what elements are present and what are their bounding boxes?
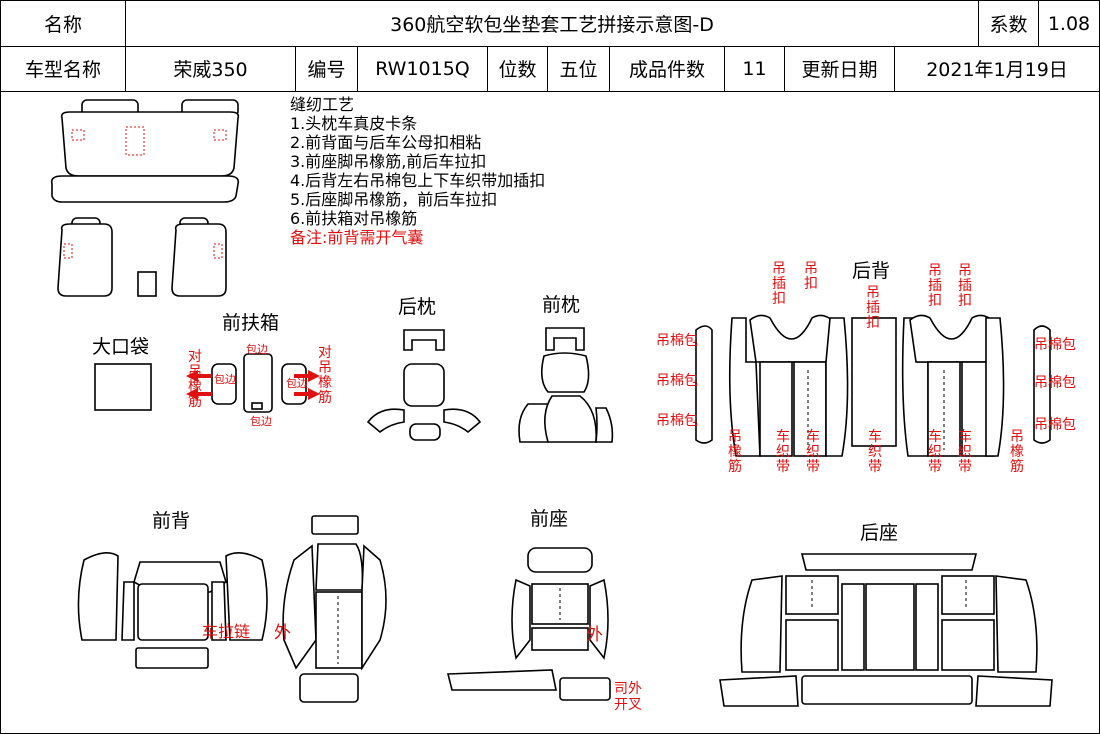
big-pocket-pattern	[94, 363, 152, 411]
annotation-outer-seat: 外	[586, 625, 603, 645]
note-item: 6.前扶箱对吊橡筋	[290, 209, 418, 228]
front-headrest-patterns	[518, 327, 614, 443]
front-seat-patterns	[446, 547, 611, 701]
annotation-snap-1: 吊扣	[804, 261, 818, 292]
coef-label: 系数	[979, 1, 1039, 46]
notes-remark: 备注:前背需开气囊	[290, 228, 424, 247]
note-item: 5.后座脚吊橡筋，前后车拉扣	[290, 190, 498, 209]
section-big-pocket-title: 大口袋	[92, 336, 150, 358]
annotation-buckle-4: 吊插扣	[958, 263, 972, 309]
annotation-edge-bottom: 包边	[250, 415, 272, 428]
header-row-2: 车型名称 荣威350 编号 RW1015Q 位数 五位 成品件数 11 更新日期…	[1, 46, 1099, 92]
note-item: 1.头枕车真皮卡条	[290, 114, 418, 133]
note-item: 4.后背左右吊棉包上下车织带加插扣	[290, 171, 546, 190]
section-front-back-title: 前背	[152, 510, 191, 532]
annotation-buckle-1: 吊插扣	[772, 261, 786, 307]
rear-back-patterns	[695, 314, 1051, 457]
header-row-1: 名称 360航空软包坐垫套工艺拼接示意图-D 系数 1.08	[1, 1, 1099, 47]
annotation-buckle-2: 吊插扣	[866, 285, 880, 331]
seats-value: 五位	[548, 46, 610, 91]
rear-headrest-patterns	[366, 329, 482, 441]
armrest-patterns	[186, 353, 320, 413]
note-item: 3.前座脚吊橡筋,前后车拉扣	[290, 152, 487, 171]
section-rear-seat-title: 后座	[860, 522, 899, 544]
annotation-cotton-left-2: 吊棉包	[656, 373, 698, 389]
section-armrest-title: 前扶箱	[222, 312, 280, 334]
note-item: 2.前背面与后车公母扣相粘	[290, 133, 482, 152]
annotation-cotton-right-1: 吊棉包	[1034, 337, 1076, 353]
annotation-buckle-3: 吊插扣	[928, 263, 942, 309]
model-label: 车型名称	[1, 46, 126, 91]
annotation-hang-elastic-left: 对吊橡筋	[188, 349, 202, 410]
annotation-outer-back: 外	[274, 623, 291, 643]
section-rear-back-title: 后背	[852, 260, 891, 282]
annotation-edge-left: 包边	[214, 373, 236, 386]
date-value: 2021年1月19日	[926, 59, 1068, 81]
annotation-cotton-right-2: 吊棉包	[1034, 375, 1076, 391]
section-rear-headrest-title: 后枕	[398, 296, 437, 318]
notes-title: 缝纫工艺	[290, 95, 355, 114]
rear-seat-patterns	[719, 553, 1053, 707]
sewing-notes: 缝纫工艺 1.头枕车真皮卡条 2.前背面与后车公母扣相粘 3.前座脚吊橡筋,前后…	[290, 95, 545, 247]
annotation-webbing-4: 车织带	[928, 429, 942, 475]
code-value: RW1015Q	[358, 46, 488, 91]
model-value: 荣威350	[126, 46, 296, 91]
annotation-webbing-5: 车织带	[958, 429, 972, 475]
front-back-patterns	[77, 515, 387, 703]
annotation-elastic-right: 吊橡筋	[1010, 429, 1024, 475]
annotation-driver-outer: 司外	[614, 681, 642, 697]
annotation-webbing-1: 车织带	[776, 429, 790, 475]
code-label: 编号	[296, 46, 358, 91]
annotation-cotton-left-3: 吊棉包	[656, 413, 698, 429]
diagram-title: 360航空软包坐垫套工艺拼接示意图-D	[126, 1, 979, 46]
section-front-seat-title: 前座	[530, 508, 569, 530]
pattern-drawing	[50, 99, 1053, 707]
annotation-edge-right: 包边	[286, 377, 308, 390]
annotation-cotton-left-1: 吊棉包	[656, 333, 698, 349]
annotation-edge-top: 包边	[246, 343, 268, 356]
annotation-fork: 开叉	[614, 697, 642, 713]
annotation-elastic-left: 吊橡筋	[728, 429, 742, 475]
annotation-hang-elastic-right: 对吊橡筋	[318, 345, 332, 406]
annotation-webbing-3: 车织带	[868, 429, 882, 475]
pieces-value: 11	[725, 46, 785, 91]
car-seat-overview	[50, 99, 240, 297]
section-front-headrest-title: 前枕	[542, 294, 581, 316]
annotation-cotton-right-3: 吊棉包	[1034, 417, 1076, 433]
name-label: 名称	[1, 1, 126, 46]
annotation-zipper: 车拉链	[202, 622, 251, 641]
annotation-webbing-2: 车织带	[806, 429, 820, 475]
coef-value: 1.08	[1047, 12, 1091, 35]
seats-label: 位数	[488, 46, 548, 91]
pieces-label: 成品件数	[610, 46, 725, 91]
date-label: 更新日期	[785, 46, 895, 91]
